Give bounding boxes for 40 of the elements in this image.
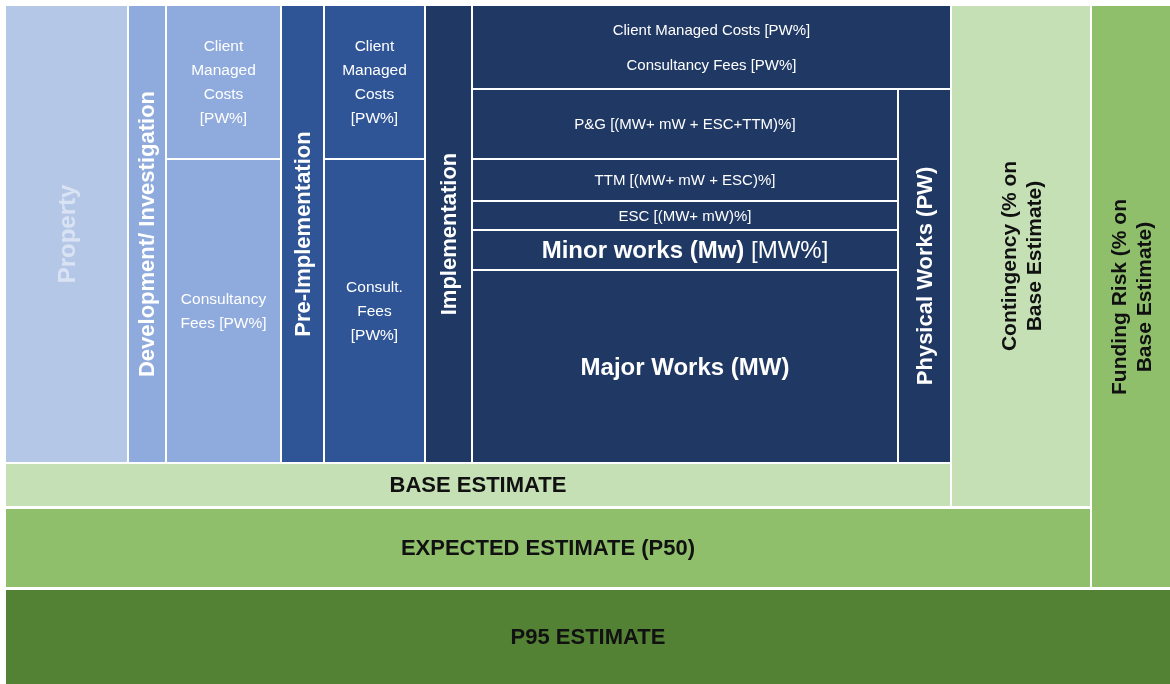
estimate-bar [6, 509, 1090, 587]
estimate-bar [6, 464, 950, 506]
vertical-label: Implementation [435, 152, 462, 316]
cost-block [167, 160, 280, 462]
block-label: Client Managed Costs [PW%] [341, 35, 408, 128]
cost-block [167, 6, 280, 158]
vertical-label: Physical Works (PW) [911, 166, 938, 386]
block-label: Consultancy Fees [PW%] [179, 289, 268, 333]
block-label: BASE ESTIMATE [389, 470, 567, 499]
block-label: EXPECTED ESTIMATE (P50) [400, 533, 696, 562]
block-label: Client Managed Costs [PW%] [190, 35, 257, 128]
vertical-label: Development/ Investigation [133, 90, 160, 378]
block-label: P&G [(MW+ mW + ESC+TTM)%] [574, 114, 796, 135]
allowance-block [952, 6, 1090, 506]
cost-block [473, 90, 897, 158]
cost-block [325, 6, 424, 158]
phase-block [426, 6, 471, 462]
block-label: Consult. Fees [PW%] [345, 276, 404, 345]
estimate-bar [6, 590, 1170, 684]
cost-block [473, 271, 897, 462]
block-label: TTM [(MW+ mW + ESC)%] [594, 170, 776, 191]
phase-block [6, 6, 127, 462]
block-label: Client Managed Costs [PW%] [612, 19, 811, 40]
cost-block [473, 160, 897, 200]
block-label: P95 ESTIMATE [510, 622, 666, 651]
phase-block [129, 6, 165, 462]
vertical-label: Pre-Implementation [289, 131, 316, 337]
block-label: Major Works (MW) [580, 351, 790, 382]
block-label: Consultancy Fees [PW%] [626, 54, 797, 75]
vertical-label: Contingency (% on Base Estimate) [995, 159, 1046, 354]
vertical-label: Funding Risk (% on Base Estimate) [1105, 197, 1156, 397]
cost-block [899, 90, 950, 462]
cost-block [473, 6, 950, 88]
block-label: ESC [(MW+ mW)%] [618, 205, 752, 226]
cost-block [325, 160, 424, 462]
block-label: Minor works (Mw) [MW%] [541, 235, 829, 266]
phase-block [282, 6, 323, 462]
allowance-block [1092, 6, 1170, 587]
cost-block [473, 202, 897, 229]
cost-block [473, 231, 897, 269]
